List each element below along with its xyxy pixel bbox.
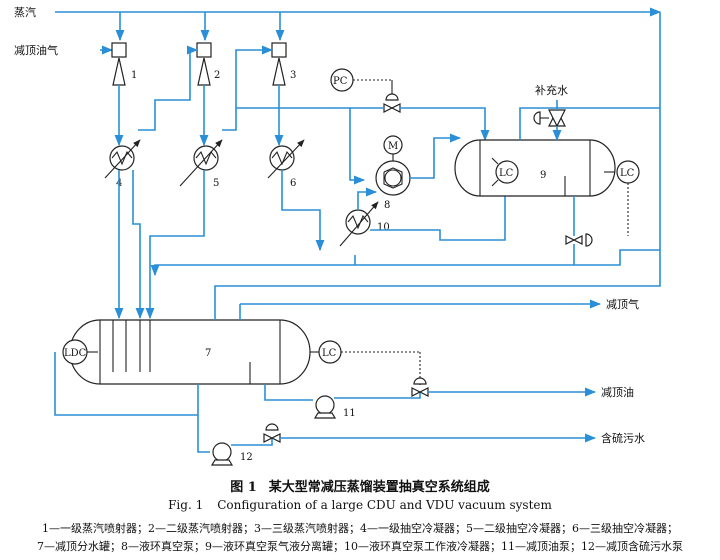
lc-controller-7 — [310, 340, 421, 385]
makeup-water-valve — [533, 108, 566, 128]
drum-level-valve — [565, 233, 593, 247]
label-lc-7: LC — [322, 348, 337, 359]
condenser-6 — [267, 139, 305, 179]
caption-zh-title: 某大型常减压蒸馏装置抽真空系统组成 — [268, 480, 490, 495]
condenser-4 — [104, 139, 141, 179]
vdu-top-oil-pump-11 — [313, 395, 337, 419]
ejector-2 — [196, 42, 212, 86]
label-makeup-water: 补充水 — [535, 83, 568, 97]
vdu-top-decanter-7 — [69, 319, 311, 385]
condenser-5 — [179, 139, 223, 187]
label-lc-9: LC — [499, 168, 514, 179]
sour-water-valve — [263, 423, 281, 443]
separator-drum-9 — [454, 139, 616, 197]
label-n7: 7 — [205, 348, 211, 359]
label-vdu-top-gas: 减顶油气 — [14, 43, 58, 57]
sour-water-pump-12 — [210, 442, 234, 466]
label-n6: 6 — [290, 178, 296, 189]
caption-zh-fig: 图 1 — [230, 480, 257, 495]
pc-control-valve — [383, 93, 401, 113]
condensate-legs — [114, 170, 660, 320]
label-n5: 5 — [213, 178, 219, 189]
caption-en-fig: Fig. 1 — [168, 498, 204, 512]
steam-lines — [55, 7, 662, 55]
ejector-1 — [111, 42, 127, 86]
ejector-3 — [271, 42, 287, 86]
legend-line-1: 1—一级蒸汽喷射器；2—二级蒸汽喷射器；3—三级蒸汽喷射器；4—一级抽空冷凝器；… — [42, 522, 678, 535]
label-pc: PC — [333, 76, 348, 87]
label-vdu-top-gas-out: 减顶气 — [606, 297, 639, 311]
label-n1: 1 — [131, 70, 137, 81]
caption-en-title: Configuration of a large CDU and VDU vac… — [217, 498, 552, 512]
label-n12: 12 — [240, 452, 253, 463]
label-vdu-top-oil: 减顶油 — [601, 385, 634, 399]
caption-english: Fig. 1 Configuration of a large CDU and V… — [0, 498, 720, 512]
label-n11: 11 — [343, 408, 356, 419]
label-ldc: LDC — [64, 348, 87, 359]
label-n2: 2 — [214, 70, 220, 81]
liquid-ring-vacuum-pump-8 — [375, 135, 411, 196]
label-steam: 蒸汽 — [14, 5, 36, 19]
label-n10: 10 — [377, 222, 390, 233]
label-sour-water: 含硫污水 — [601, 431, 645, 445]
work-fluid-cooler-10 — [339, 201, 379, 247]
ejector-outlet-lines — [114, 45, 366, 185]
label-n3: 3 — [290, 70, 296, 81]
label-n9: 9 — [540, 170, 546, 181]
legend-line-2: 7—减顶分水罐；8—液环真空泵；9—液环真空泵气液分离罐；10—液环真空泵工作液… — [37, 540, 683, 553]
pressure-controller — [330, 68, 393, 98]
label-n8: 8 — [384, 200, 390, 211]
label-lc-right: LC — [620, 168, 635, 179]
ldc-controller — [62, 339, 98, 365]
caption-chinese: 图 1 某大型常减压蒸馏装置抽真空系统组成 — [0, 476, 720, 495]
oil-level-valve — [411, 377, 429, 397]
label-m: M — [388, 141, 398, 152]
lc-drum-9-right — [604, 160, 640, 236]
